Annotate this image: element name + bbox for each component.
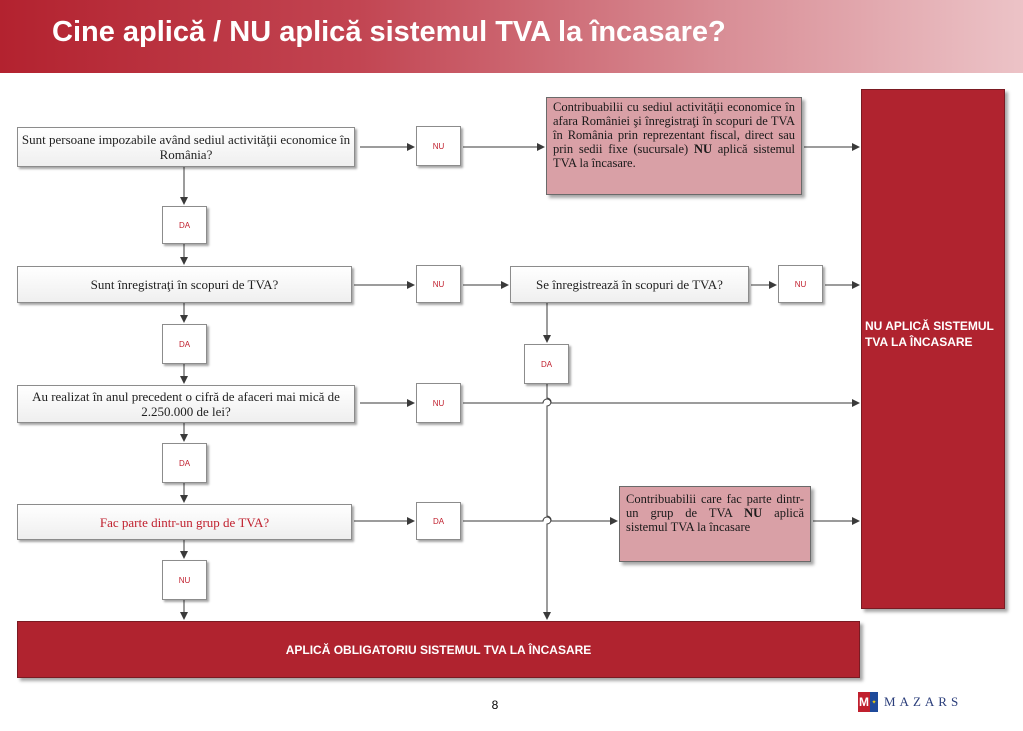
note-1-bold: NU — [693, 142, 713, 156]
tag-nu-row3: NU — [416, 383, 461, 423]
note-1-text-a: Contribuabilii cu sediul activităţii eco… — [553, 100, 795, 156]
mazars-logo-text: MAZARS — [884, 694, 963, 709]
logo-letter: M — [858, 692, 870, 712]
slide-title: Cine aplică / NU aplică sistemul TVA la … — [52, 16, 726, 48]
note-2-text-b: aplică sistemul TVA la încasare — [626, 506, 805, 534]
note-2-bold: NU — [744, 506, 763, 520]
outcome-not-applies-text: NU APLICĂ SISTEMUL TVA LA ÎNCASARE — [865, 319, 994, 349]
page-number: 8 — [491, 698, 499, 712]
tag-nu-row1: NU — [416, 126, 461, 166]
tag-da-row4: DA — [416, 502, 461, 540]
arrow-nu-outcome-3 — [463, 398, 860, 407]
note-nonresident: Contribuabilii cu sediul activităţii eco… — [546, 97, 802, 195]
note-2-text-a: Contribuabilii care fac parte dintr-un g… — [626, 492, 804, 520]
question-5-text: Se înregistrează în scopuri de TVA? — [536, 277, 723, 292]
mazars-logo-mark: M ✦ — [858, 692, 878, 712]
tag-nu-after-q4: NU — [162, 560, 207, 600]
question-3-text: Au realizat în anul precedent o cifră de… — [32, 389, 340, 419]
question-2-text: Sunt înregistraţi în scopuri de TVA? — [90, 277, 279, 292]
tag-da-after-q1: DA — [162, 206, 207, 244]
tag-da-after-q3: DA — [162, 443, 207, 483]
tag-nu-after-q5: NU — [778, 265, 823, 303]
eu-stars-icon: ✦ — [870, 692, 878, 712]
note-1-text-b: aplică sistemul TVA la încasare. — [553, 142, 795, 170]
outcome-applies-text: APLICĂ OBLIGATORIU SISTEMUL TVA LA ÎNCAS… — [285, 642, 592, 657]
question-box-2: Sunt înregistraţi în scopuri de TVA? — [17, 266, 352, 303]
tag-da-after-q5: DA — [524, 344, 569, 384]
note-vat-group: Contribuabilii care fac parte dintr-un g… — [619, 486, 811, 562]
question-4-text: Fac parte dintr-un grup de TVA? — [99, 514, 270, 530]
outcome-applies: APLICĂ OBLIGATORIU SISTEMUL TVA LA ÎNCAS… — [17, 621, 860, 678]
question-1-text: Sunt persoane impozabile având sediul ac… — [21, 132, 351, 162]
question-box-3: Au realizat în anul precedent o cifră de… — [17, 385, 355, 423]
arrow-da-bottom — [543, 384, 552, 620]
question-box-5: Se înregistrează în scopuri de TVA? — [510, 266, 749, 303]
slide-header: Cine aplică / NU aplică sistemul TVA la … — [0, 0, 1023, 73]
arrow-da-note2 — [463, 516, 618, 525]
outcome-not-applies: NU APLICĂ SISTEMUL TVA LA ÎNCASARE — [861, 89, 1005, 609]
tag-nu-row2: NU — [416, 265, 461, 303]
tag-da-after-q2: DA — [162, 324, 207, 364]
question-box-4: Fac parte dintr-un grup de TVA? — [17, 504, 352, 540]
question-box-1: Sunt persoane impozabile având sediul ac… — [17, 127, 355, 167]
